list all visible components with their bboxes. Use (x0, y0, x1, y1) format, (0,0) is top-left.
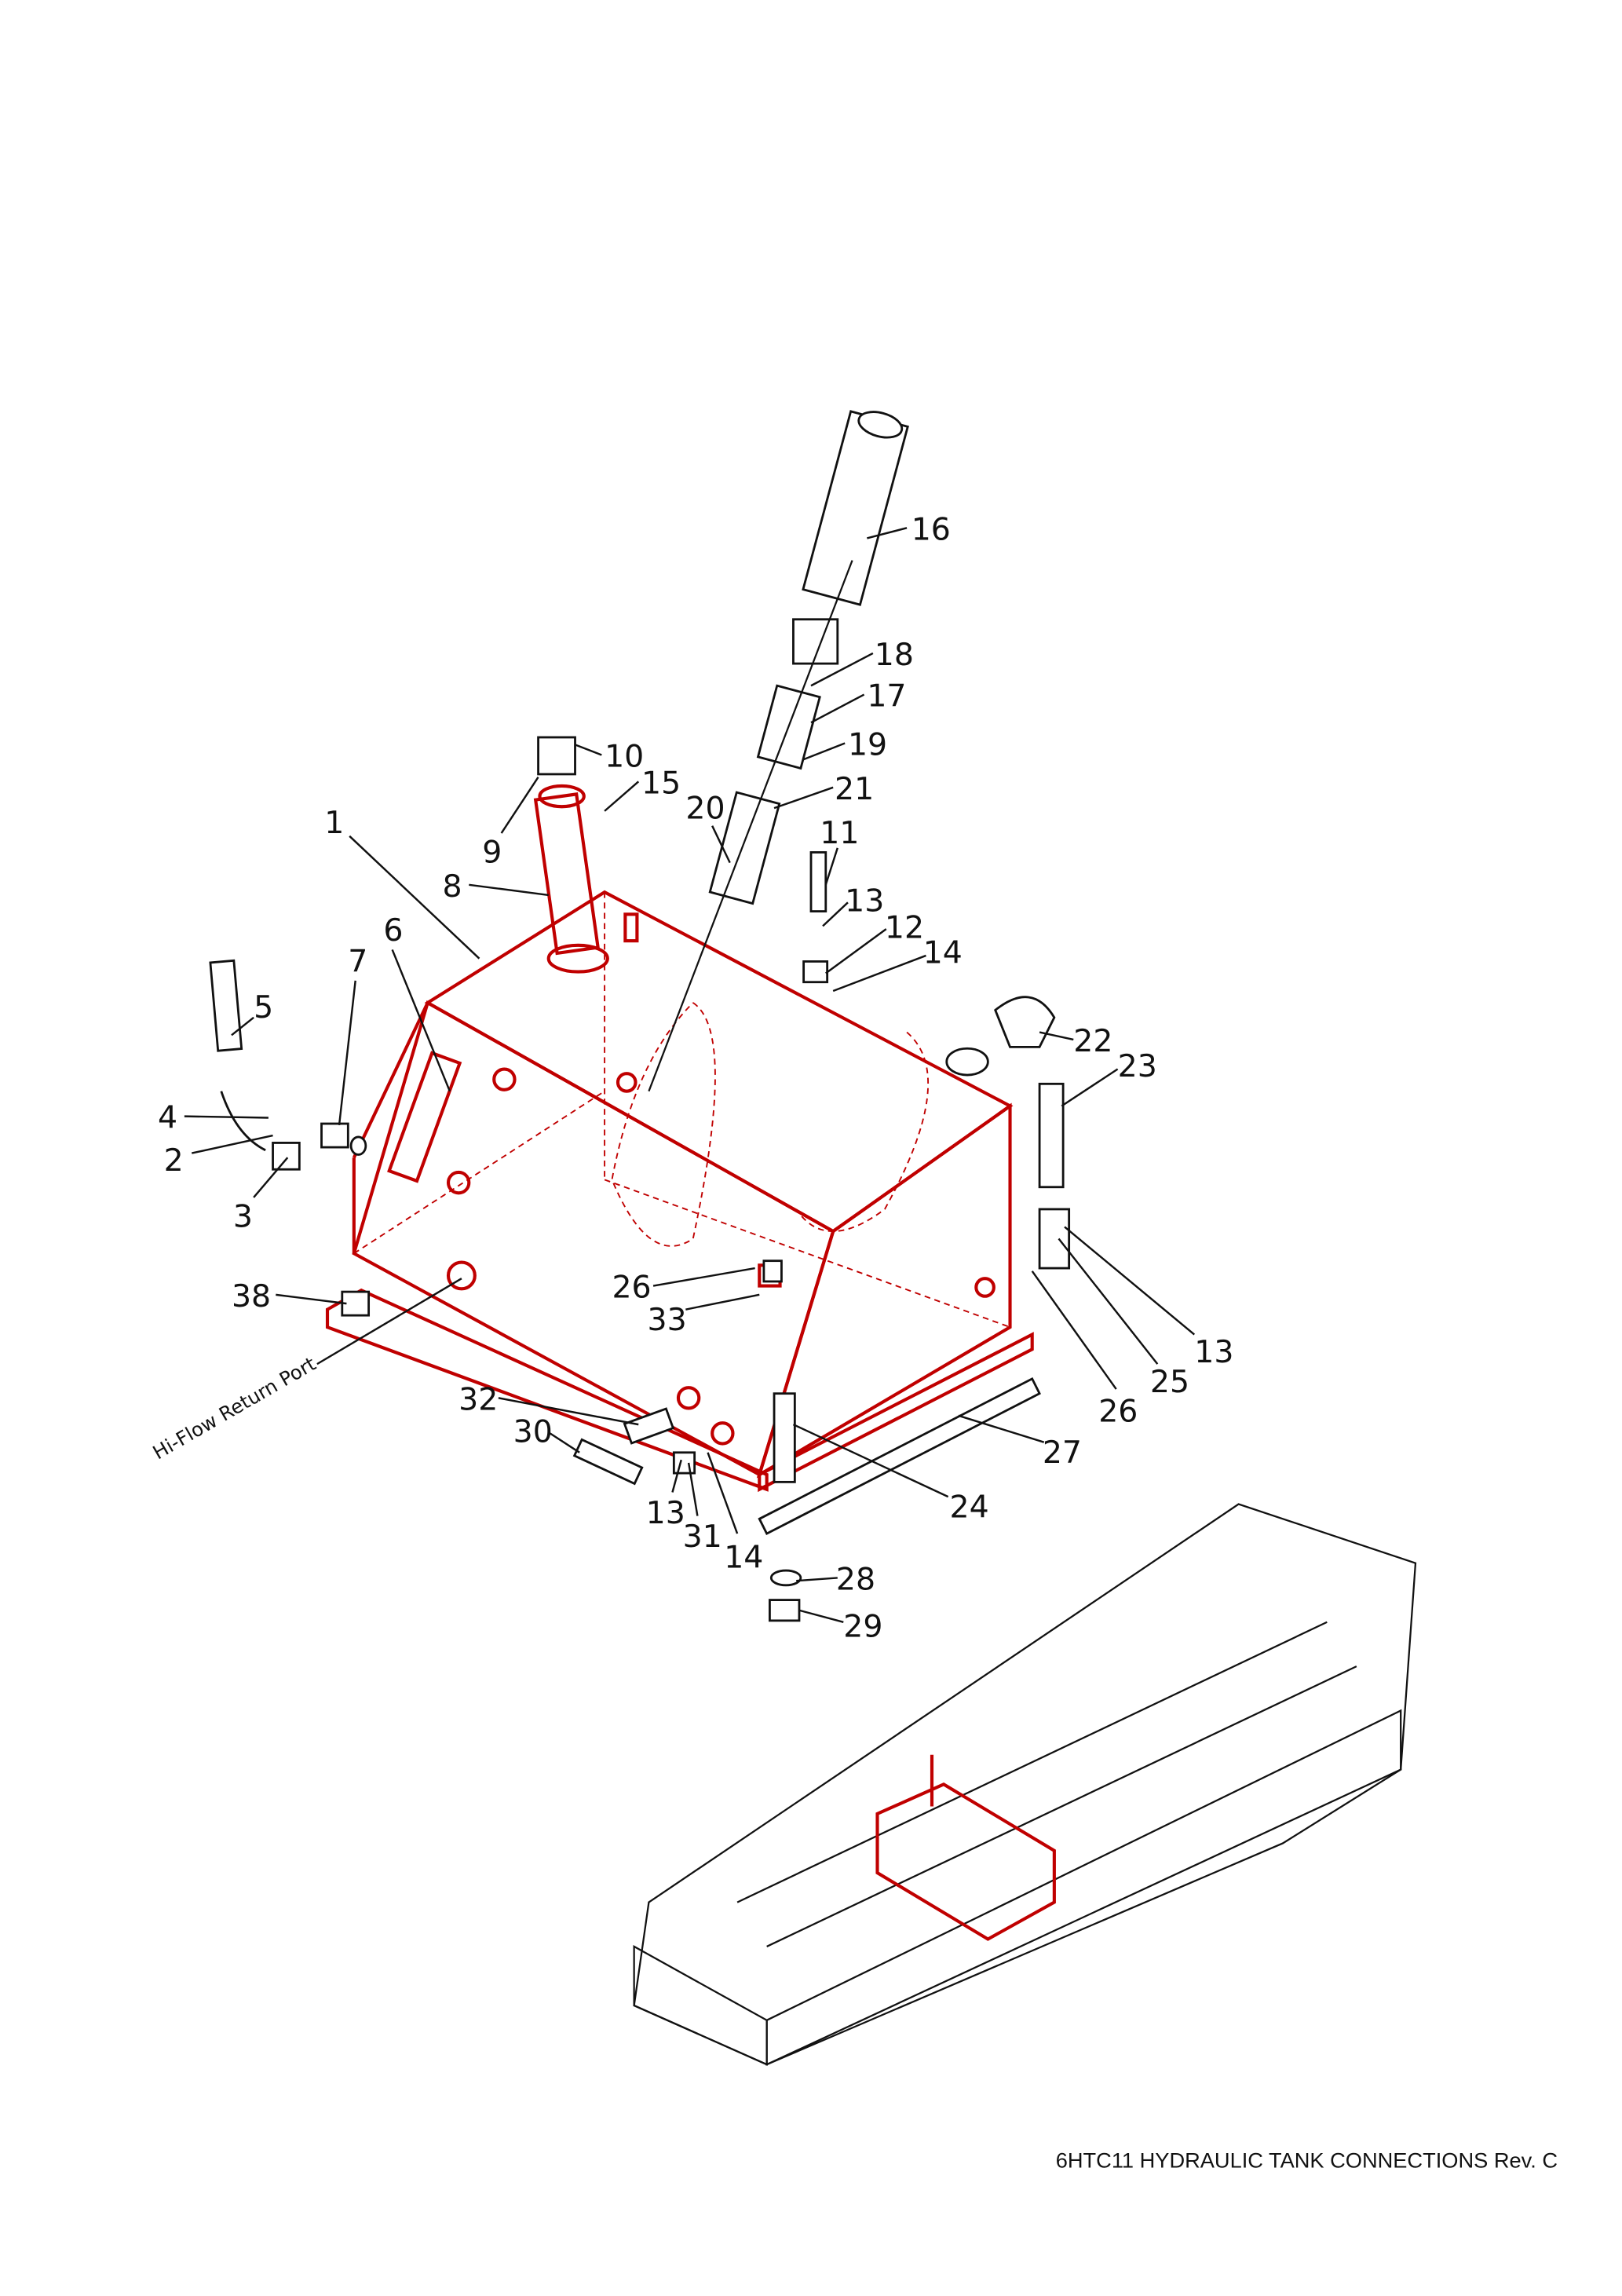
hydraulic-tank (325, 784, 1034, 1493)
drawing-title: 6HTC11 HYDRAULIC TANK CONNECTIONS Rev. C (1056, 2148, 1558, 2173)
callout-12: 12 (885, 909, 924, 945)
callout-13: 13 (845, 883, 884, 919)
callout-24: 24 (950, 1489, 989, 1525)
callout-22: 22 (1073, 1023, 1112, 1059)
callout-6: 6 (383, 912, 403, 949)
callout-2: 2 (164, 1143, 184, 1179)
callout-20: 20 (685, 790, 725, 826)
callout-21: 21 (835, 771, 874, 807)
chassis-frame (633, 1503, 1417, 2066)
leader-lines (184, 527, 1196, 1623)
callout-1: 1 (324, 805, 344, 841)
callout-13: 13 (646, 1495, 685, 1531)
callout-26: 26 (1098, 1393, 1138, 1429)
callout-27: 27 (1043, 1435, 1082, 1471)
callout-3: 3 (233, 1198, 253, 1234)
parts (209, 410, 1071, 1622)
callout-25: 25 (1150, 1364, 1189, 1400)
callout-15: 15 (641, 765, 681, 801)
callout-38: 38 (232, 1278, 271, 1314)
callout-5: 5 (254, 989, 273, 1026)
callout-28: 28 (836, 1561, 875, 1597)
callout-4: 4 (158, 1100, 177, 1136)
callout-7: 7 (348, 944, 367, 980)
callout-13: 13 (1194, 1334, 1233, 1370)
callout-23: 23 (1118, 1048, 1157, 1084)
callout-11: 11 (820, 815, 859, 851)
callout-18: 18 (875, 637, 914, 673)
callout-14: 14 (724, 1539, 763, 1575)
callout-32: 32 (458, 1381, 498, 1417)
callout-17: 17 (867, 678, 906, 715)
callout-33: 33 (648, 1302, 687, 1338)
callout-26: 26 (612, 1270, 651, 1306)
callout-29: 29 (843, 1609, 882, 1645)
callout-30: 30 (513, 1414, 553, 1450)
callout-31: 31 (683, 1519, 722, 1555)
callout-19: 19 (848, 727, 887, 763)
hi-flow-return-port-label: Hi-Flow Return Port (149, 1352, 320, 1464)
callout-16: 16 (911, 511, 951, 547)
callout-9: 9 (482, 835, 502, 871)
callout-8: 8 (443, 868, 462, 905)
callout-10: 10 (605, 739, 644, 775)
callout-14: 14 (923, 934, 963, 971)
